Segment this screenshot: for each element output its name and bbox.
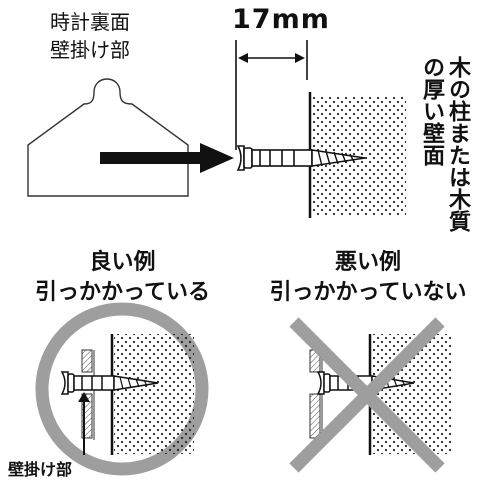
dimension-label: 17mm [232,4,330,35]
hook-pointer [78,392,90,455]
clock-back-label: 時計裏面 壁掛け部 [50,8,130,64]
screw-top [236,145,366,171]
clock-back-line2: 壁掛け部 [50,38,130,62]
hook-label: 壁掛け部 [8,460,73,479]
bad-example-label: 悪い例 引っかかっていない [245,248,491,308]
clock-back-line1: 時計裏面 [50,10,130,34]
good-example-label: 良い例 引っかかっている [0,248,245,308]
clock-hanger-plate [27,78,189,197]
good-circle [35,302,209,476]
bad-line1: 悪い例 [334,250,401,275]
good-line1: 良い例 [89,250,156,275]
hanger-part-good [81,349,93,373]
wall-label: 木の柱または木質の厚い壁面 [419,56,470,232]
screw-good [60,371,159,395]
dimension-17mm [235,40,308,150]
good-line2: 引っかかっている [35,280,210,305]
bad-line2: 引っかかっていない [269,280,467,305]
wall-good [114,334,194,454]
bad-cross [289,317,445,473]
insert-arrow [100,143,234,173]
